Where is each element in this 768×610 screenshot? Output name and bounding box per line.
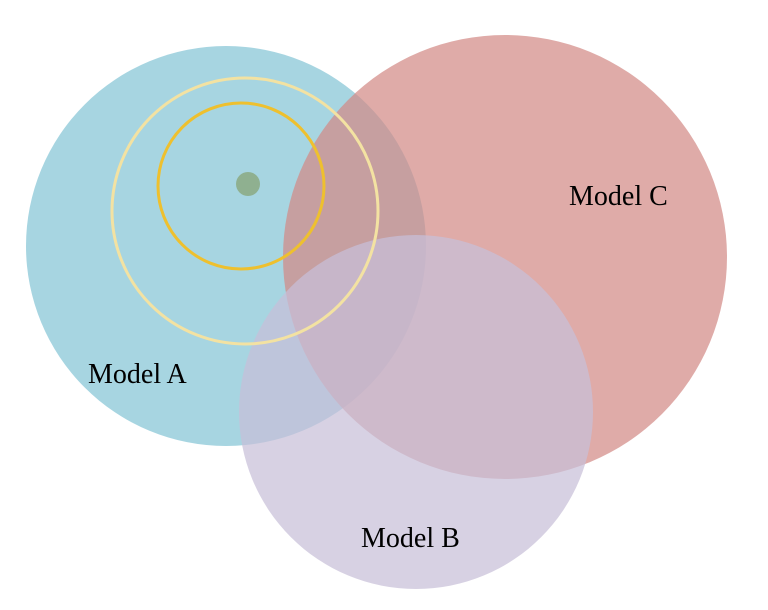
model-c-label: Model C	[569, 181, 668, 212]
model-b-label: Model B	[361, 523, 460, 554]
inner-ring	[156, 101, 326, 271]
outer-ring	[110, 76, 380, 346]
model-a-label: Model A	[88, 359, 188, 390]
center-dot	[236, 172, 260, 196]
model-b-circle	[239, 235, 593, 589]
